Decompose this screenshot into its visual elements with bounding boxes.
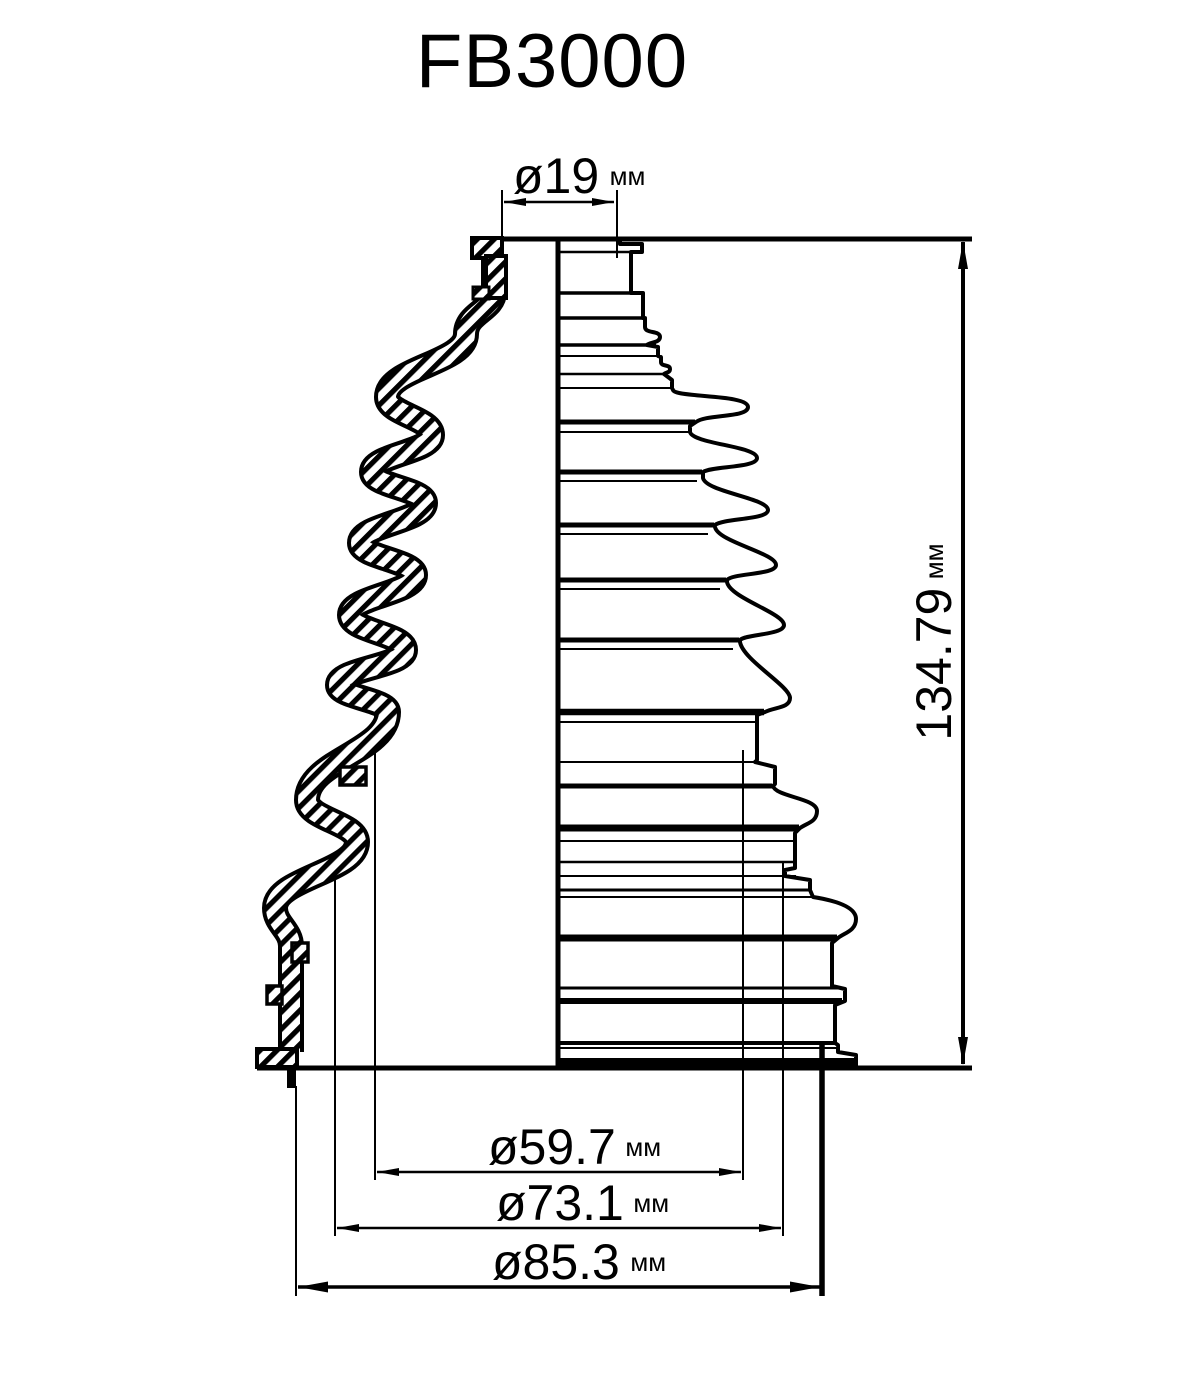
dimension-diameter-59-7: ø59.7 мм xyxy=(377,1119,741,1176)
dimension-diameter-85-3: ø85.3 мм xyxy=(298,1234,820,1293)
arrowhead-right xyxy=(759,1224,781,1232)
section-foot-block xyxy=(255,1047,299,1069)
section-wall-outline xyxy=(261,255,507,1052)
dimension-top-diameter: ø19 мм xyxy=(504,148,645,206)
dim-label-d19: ø19 мм xyxy=(513,148,645,204)
section-foot-lip xyxy=(287,1066,296,1088)
dim-label-d85: ø85.3 мм xyxy=(492,1234,666,1290)
dimension-overall-height: 134.79 мм xyxy=(906,241,968,1065)
arrowhead-up xyxy=(958,241,968,269)
boot-profile-right-half xyxy=(555,237,858,1068)
profile-rib-lines xyxy=(560,250,843,1049)
arrowhead-right xyxy=(719,1168,741,1176)
arrowhead-left xyxy=(504,198,526,206)
profile-bottom-clamp-band xyxy=(560,1058,857,1066)
section-rib-tab-left xyxy=(265,984,284,1006)
dim-label-d59: ø59.7 мм xyxy=(488,1119,661,1175)
section-neck-stem xyxy=(484,254,508,300)
arrowhead-left xyxy=(298,1281,328,1293)
dim-label-d73: ø73.1 мм xyxy=(496,1175,669,1231)
arrowhead-right xyxy=(790,1281,820,1293)
arrowhead-down xyxy=(958,1037,968,1065)
boot-profile-outline xyxy=(556,237,858,1068)
boot-section-left-half xyxy=(255,236,508,1088)
dimension-diameter-73-1: ø73.1 мм xyxy=(337,1175,781,1232)
section-rib-tab-right xyxy=(290,941,310,964)
section-rib-tab-upper xyxy=(338,765,368,787)
section-neck-rib xyxy=(471,285,491,301)
arrowhead-right xyxy=(592,198,614,206)
extension-lines xyxy=(295,190,825,1296)
dim-label-h134: 134.79 мм xyxy=(906,543,962,740)
part-number-title: FB3000 xyxy=(416,19,688,104)
arrowhead-left xyxy=(377,1168,399,1176)
section-wall-hatching xyxy=(265,255,503,1052)
arrowhead-left xyxy=(337,1224,359,1232)
